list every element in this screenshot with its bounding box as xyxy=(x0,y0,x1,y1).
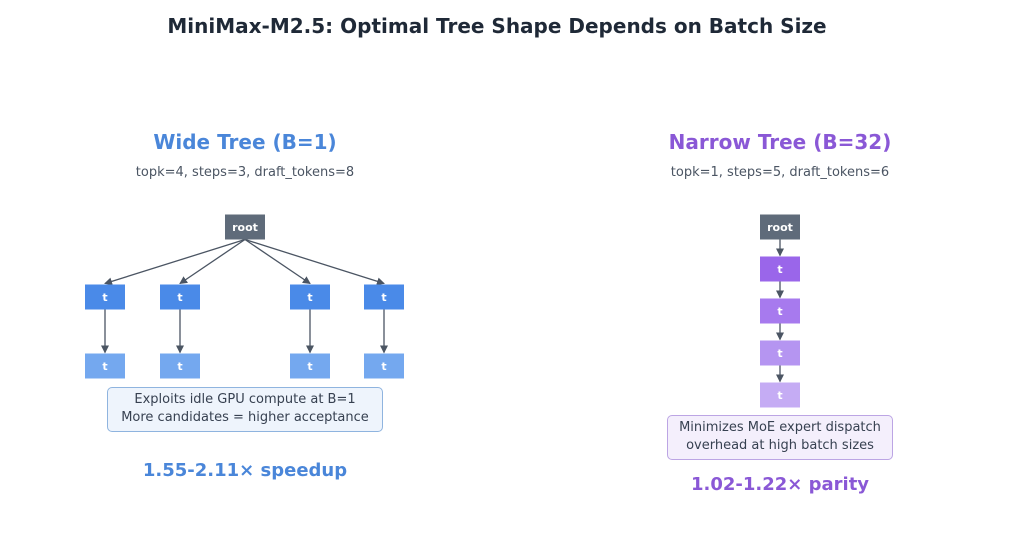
wide-node-4-2: t xyxy=(364,353,404,379)
wide-node-3-2: t xyxy=(290,353,330,379)
wide-node-3-1-box xyxy=(290,284,330,310)
wide-node-4-2-box xyxy=(364,353,404,379)
wide-edge-root-3 xyxy=(244,238,311,285)
wide-node-1-2: t xyxy=(85,353,125,379)
wide-root-node: root xyxy=(225,214,265,240)
wide-note-line-2: More candidates = higher acceptance xyxy=(121,410,369,425)
page-title: MiniMax-M2.5: Optimal Tree Shape Depends… xyxy=(167,14,827,38)
wide-edge-root-2 xyxy=(179,238,246,285)
narrow-tree-params: topk=1, steps=5, draft_tokens=6 xyxy=(670,165,890,180)
narrow-root-node-label: root xyxy=(767,221,793,234)
narrow-tree-title: Narrow Tree (B=32) xyxy=(668,130,892,154)
narrow-node-2: t xyxy=(760,298,800,324)
wide-tree-title: Wide Tree (B=1) xyxy=(153,130,337,154)
wide-node-2-2-box xyxy=(160,353,200,379)
narrow-node-1: t xyxy=(760,256,800,282)
wide-node-3-1-label: t xyxy=(307,291,312,304)
wide-edge-root-1 xyxy=(104,238,246,286)
narrow-node-3-box xyxy=(760,340,800,366)
wide-node-1-1-label: t xyxy=(102,291,107,304)
narrow-node-2-label: t xyxy=(777,305,782,318)
narrow-node-1-label: t xyxy=(777,263,782,276)
wide-node-3-2-box xyxy=(290,353,330,379)
wide-node-2-2-label: t xyxy=(177,360,182,373)
wide-edge-root-4 xyxy=(244,238,385,286)
wide-tree-note: Exploits idle GPU compute at B=1 More ca… xyxy=(107,387,383,432)
wide-node-1-2-box xyxy=(85,353,125,379)
wide-root-node-box xyxy=(225,214,265,240)
narrow-tree: root t t t t xyxy=(760,214,800,408)
narrow-node-4-label: t xyxy=(777,389,782,402)
wide-node-4-1-box xyxy=(364,284,404,310)
narrow-tree-result: 1.02-1.22× parity xyxy=(690,474,870,495)
wide-tree-params: topk=4, steps=3, draft_tokens=8 xyxy=(135,165,355,180)
wide-node-4-1: t xyxy=(364,284,404,310)
narrow-note-line-2: overhead at high batch sizes xyxy=(686,438,874,453)
narrow-node-1-box xyxy=(760,256,800,282)
wide-node-2-1: t xyxy=(160,284,200,310)
wide-node-2-1-label: t xyxy=(177,291,182,304)
narrow-node-3-label: t xyxy=(777,347,782,360)
narrow-root-node-box xyxy=(760,214,800,240)
wide-root-node-label: root xyxy=(232,221,258,234)
wide-node-1-1-box xyxy=(85,284,125,310)
narrow-root-node: root xyxy=(760,214,800,240)
wide-node-4-2-label: t xyxy=(381,360,386,373)
wide-node-4-1-label: t xyxy=(381,291,386,304)
narrow-tree-note: Minimizes MoE expert dispatch overhead a… xyxy=(667,415,893,460)
narrow-node-4-box xyxy=(760,382,800,408)
narrow-node-2-box xyxy=(760,298,800,324)
narrow-node-3: t xyxy=(760,340,800,366)
narrow-node-4: t xyxy=(760,382,800,408)
wide-node-1-1: t xyxy=(85,284,125,310)
wide-note-line-1: Exploits idle GPU compute at B=1 xyxy=(134,392,356,407)
wide-tree-result: 1.55-2.11× speedup xyxy=(142,460,348,481)
narrow-note-line-1: Minimizes MoE expert dispatch xyxy=(679,420,881,435)
wide-node-3-1: t xyxy=(290,284,330,310)
wide-node-1-2-label: t xyxy=(102,360,107,373)
wide-node-2-1-box xyxy=(160,284,200,310)
wide-node-3-2-label: t xyxy=(307,360,312,373)
wide-tree: root t t t t t t t t xyxy=(85,214,404,379)
wide-node-2-2: t xyxy=(160,353,200,379)
